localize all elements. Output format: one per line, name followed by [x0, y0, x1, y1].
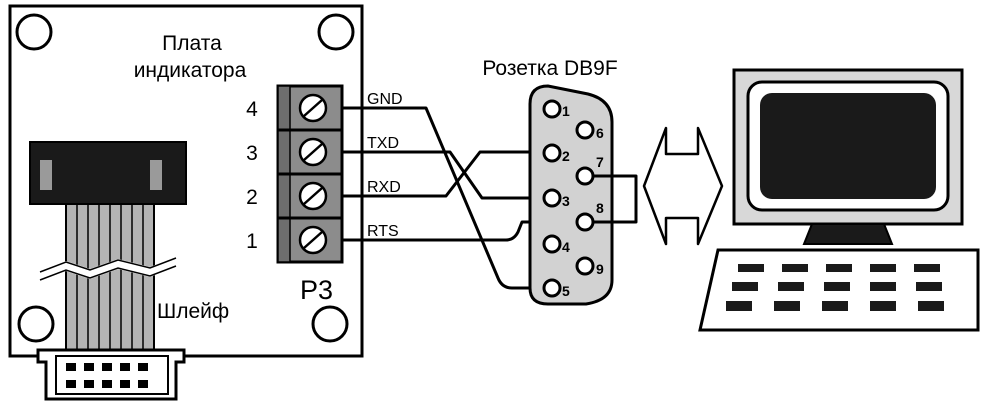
- db9-pin-2: [542, 143, 562, 163]
- db9-pin-5: [542, 278, 562, 298]
- monitor-stand: [802, 223, 894, 245]
- db9-title: Розетка DB9F: [482, 57, 617, 80]
- board-title-line1: Плата: [162, 32, 222, 55]
- indicator-board: Плата индикатора: [8, 4, 364, 401]
- signal-txd: TXD: [367, 135, 399, 152]
- db9-pin-label-3: 3: [562, 193, 570, 209]
- mounting-hole-bottom-right: [311, 305, 349, 343]
- db9-pin-1: [542, 99, 562, 119]
- db9-jumper-7-8: [593, 174, 638, 224]
- db9-pin-label-8: 8: [596, 200, 604, 216]
- db9-pin-label-4: 4: [562, 239, 570, 255]
- signal-gnd: GND: [367, 91, 403, 108]
- ribbon-cable-icon: [39, 193, 177, 360]
- db9-pin-label-9: 9: [596, 261, 604, 277]
- terminal-number-3: 3: [246, 142, 258, 165]
- wire-txd: [342, 150, 552, 200]
- wire-gnd: [342, 106, 552, 290]
- cable-label: Шлейф: [157, 300, 229, 323]
- ribbon-plug-bottom: [36, 348, 186, 401]
- mounting-hole-top-right: [317, 13, 355, 51]
- board-title-line2: индикатора: [134, 59, 247, 82]
- db9-connector-icon: Розетка DB9F 1 2 3 4 5 6 7 8 9: [482, 57, 638, 306]
- keyboard-keys: [726, 264, 944, 311]
- signal-rxd: RXD: [367, 179, 401, 196]
- connector-name: P3: [300, 275, 333, 305]
- db9-pin-label-2: 2: [562, 148, 570, 164]
- wires: [342, 106, 586, 290]
- db9-pin-6: [575, 120, 595, 140]
- wire-rts: [342, 220, 586, 242]
- db9-pin-label-6: 6: [596, 125, 604, 141]
- mounting-hole-bottom-left: [17, 305, 55, 343]
- terminal-number-4: 4: [246, 98, 258, 121]
- db9-pin-label-5: 5: [562, 283, 570, 299]
- screw-terminal-icon: [276, 84, 344, 264]
- monitor-screen: [760, 93, 936, 199]
- ribbon-header-top: [29, 141, 187, 205]
- db9-pin-9: [575, 256, 595, 276]
- db9-pin-label-7: 7: [596, 154, 604, 170]
- computer-icon: [698, 68, 980, 332]
- db9-pin-3: [542, 188, 562, 208]
- wire-rxd: [342, 150, 552, 198]
- signal-rts: RTS: [367, 223, 399, 240]
- bidirectional-arrow-icon: [642, 126, 724, 246]
- terminal-number-1: 1: [246, 230, 258, 253]
- db9-pin-7: [575, 166, 595, 186]
- db9-pin-8: [575, 212, 595, 232]
- mounting-hole-top-left: [15, 13, 53, 51]
- db9-pin-label-1: 1: [562, 103, 570, 119]
- terminal-number-2: 2: [246, 186, 258, 209]
- db9-pin-4: [542, 234, 562, 254]
